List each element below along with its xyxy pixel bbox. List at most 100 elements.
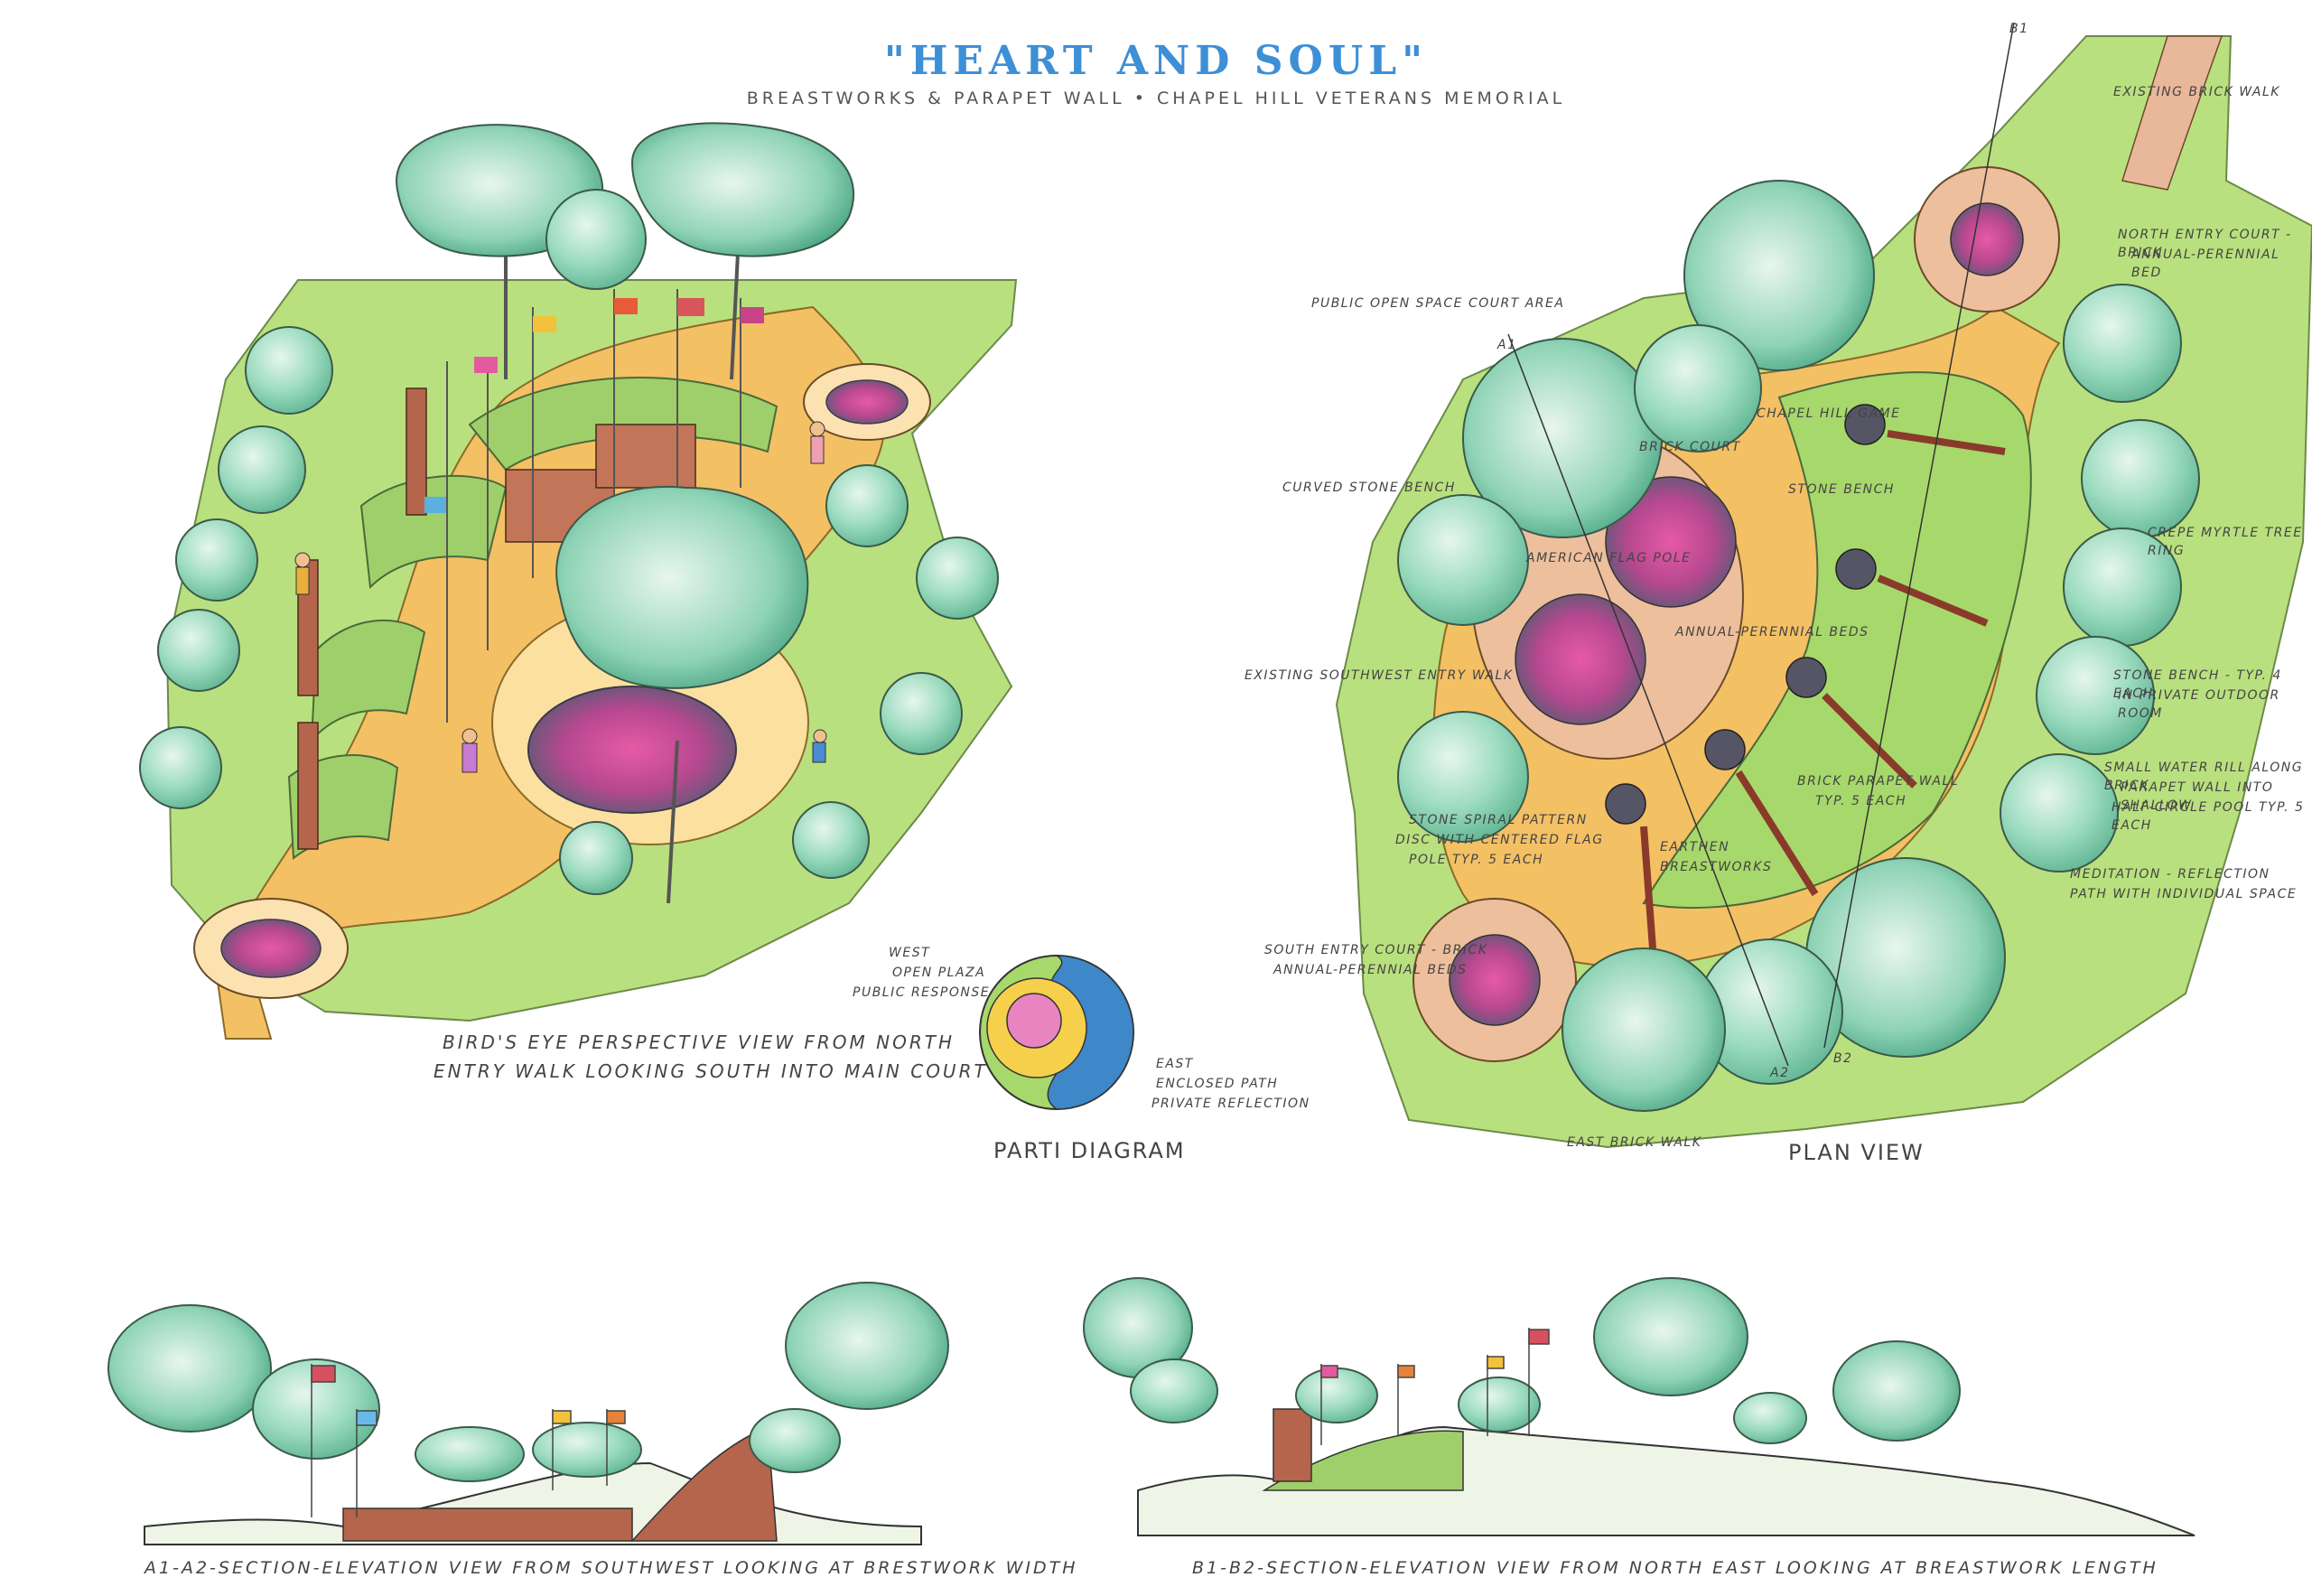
plan-marker-a1: A1 xyxy=(1497,338,1517,352)
plan-tree-7 xyxy=(2081,419,2200,538)
perspective-flag-6 xyxy=(424,497,446,513)
plan-tree-6 xyxy=(2063,284,2182,403)
section-b-tree-7 xyxy=(1832,1340,1961,1442)
perspective-brick-wall-5 xyxy=(595,424,696,489)
plan-label-stone-bench-typ-2: IN PRIVATE OUTDOOR ROOM xyxy=(2118,688,2280,721)
plan-label-curved-stone-bench: CURVED STONE BENCH xyxy=(1282,481,1456,495)
parti-west-1: WEST xyxy=(889,946,931,960)
plan-north-walk xyxy=(2121,35,2223,191)
perspective-tree-13 xyxy=(792,801,870,879)
section-b-tree-5 xyxy=(1593,1277,1748,1396)
plan-marker-b1: B1 xyxy=(2009,22,2029,36)
perspective-flag-3 xyxy=(614,298,638,314)
perspective-tree-14 xyxy=(559,821,633,895)
plan-marker-b2: B2 xyxy=(1833,1051,1853,1066)
plan-parapet-walls xyxy=(1640,430,2006,949)
plan-label-stone-spiral-3: POLE TYP. 5 EACH xyxy=(1409,853,1544,867)
plan-tree-3 xyxy=(1634,324,1762,453)
plan-label-meditation-1: MEDITATION - REFLECTION xyxy=(2070,867,2270,882)
perspective-brick-wall-3 xyxy=(297,722,319,850)
plan-label-south-entry-2: ANNUAL-PERENNIAL BEDS xyxy=(1273,963,1468,977)
page-subtitle: BREASTWORKS & PARAPET WALL • CHAPEL HILL… xyxy=(746,89,1566,108)
plan-tree-1 xyxy=(1683,180,1875,371)
plan-south-bed xyxy=(1449,934,1541,1026)
perspective-tree-6 xyxy=(218,425,306,514)
parti-west-2: OPEN PLAZA xyxy=(892,966,986,980)
plan-caption: PLAN VIEW xyxy=(1788,1140,1925,1165)
plan-section-line-a xyxy=(1507,333,1789,1067)
perspective-tree-5 xyxy=(245,326,333,415)
plan-label-brick-parapet-1: BRICK PARAPET WALL xyxy=(1797,774,1960,789)
perspective-flag-poles xyxy=(446,289,741,723)
plan-label-existing-sw-walk: EXISTING SOUTHWEST ENTRY WALK xyxy=(1245,668,1514,683)
perspective-mound-1 xyxy=(468,377,778,471)
plan-label-east-brick-walk: EAST BRICK WALK xyxy=(1567,1135,1702,1150)
plan-label-chapel-hill-game: CHAPEL HILL GAME xyxy=(1757,406,1901,421)
page-title: "HEART AND SOUL" xyxy=(883,38,1429,84)
plan-bed-1 xyxy=(1605,476,1737,608)
section-a-breastwork xyxy=(342,1507,633,1542)
perspective-view xyxy=(139,122,1018,1040)
parti-diagram xyxy=(979,955,1134,1110)
perspective-tree-10 xyxy=(825,464,909,547)
plan-label-water-rill-3: HALF-CIRCLE POOL TYP. 5 EACH xyxy=(2112,800,2305,833)
plan-label-brick-court: BRICK COURT xyxy=(1639,440,1741,454)
plan-tree-5 xyxy=(1397,711,1529,843)
parti-caption: PARTI DIAGRAM xyxy=(993,1138,1186,1163)
plan-label-stone-bench: STONE BENCH xyxy=(1788,482,1895,497)
plan-label-earthen-2: BREASTWORKS xyxy=(1660,860,1773,874)
plan-north-bed xyxy=(1950,202,2024,276)
perspective-caption-2: ENTRY WALK LOOKING SOUTH INTO MAIN COURT xyxy=(434,1060,988,1082)
parti-east-1: EAST xyxy=(1156,1057,1194,1071)
perspective-flag-4 xyxy=(677,298,704,316)
plan-label-stone-bench-typ-1: STONE BENCH - TYP. 4 EACH xyxy=(2113,668,2282,701)
section-a-caption: A1-A2-SECTION-ELEVATION VIEW FROM SOUTHW… xyxy=(144,1558,1078,1578)
plan-tree-9 xyxy=(2036,636,2155,755)
section-b-trees xyxy=(1083,1277,1961,1444)
plan-label-stone-spiral-1: STONE SPIRAL PATTERN xyxy=(1409,813,1588,827)
plan-label-north-entry-1: NORTH ENTRY COURT - BRICK xyxy=(2118,228,2292,260)
perspective-flag-5 xyxy=(741,307,764,323)
plan-label-north-entry-2: ANNUAL-PERENNIAL BED xyxy=(2131,247,2280,280)
perspective-mound-3 xyxy=(310,619,426,743)
plan-label-south-entry-1: SOUTH ENTRY COURT - BRICK xyxy=(1264,943,1488,957)
perspective-tree-large-1 xyxy=(555,485,809,904)
plan-spiral-discs xyxy=(1605,404,1886,825)
section-a-tree-3 xyxy=(785,1282,949,1410)
plan-view xyxy=(1335,22,2312,1149)
parti-west-3: PUBLIC RESPONSE xyxy=(853,985,991,1000)
section-a-flags xyxy=(311,1364,626,1517)
perspective-tree-7 xyxy=(175,518,258,602)
parti-east-2: ENCLOSED PATH xyxy=(1156,1077,1279,1091)
perspective-south-bed xyxy=(220,919,322,978)
plan-tree-13 xyxy=(1562,947,1726,1112)
section-a-tree-1 xyxy=(107,1304,272,1433)
perspective-tree-large-3 xyxy=(630,122,854,380)
perspective-flag-1 xyxy=(474,357,498,373)
section-b-tree-2 xyxy=(1130,1358,1218,1423)
parti-east-3: PRIVATE REFLECTION xyxy=(1151,1097,1310,1111)
plan-bed-2 xyxy=(1515,593,1646,725)
plan-tree-10 xyxy=(2000,753,2119,873)
section-a-tree-2 xyxy=(252,1358,380,1460)
plan-label-earthen-1: EARTHEN xyxy=(1660,840,1730,854)
perspective-tree-12 xyxy=(880,672,963,755)
section-a xyxy=(107,1282,949,1545)
section-b-flags xyxy=(1320,1328,1550,1445)
perspective-north-bed xyxy=(825,379,909,425)
perspective-tree-8 xyxy=(157,609,240,692)
section-a-tree-4 xyxy=(415,1426,525,1482)
perspective-flower-bed xyxy=(527,686,737,814)
plan-label-public-open-space: PUBLIC OPEN SPACE COURT AREA xyxy=(1311,296,1565,311)
plan-label-existing-brick-walk: EXISTING BRICK WALK xyxy=(2113,85,2280,99)
section-a-tree-5 xyxy=(532,1422,642,1478)
perspective-tree-4 xyxy=(545,189,647,290)
section-b-caption: B1-B2-SECTION-ELEVATION VIEW FROM NORTH … xyxy=(1192,1558,2158,1578)
plan-label-water-rill-1: SMALL WATER RILL ALONG BRICK xyxy=(2104,761,2304,793)
section-a-trees xyxy=(107,1282,949,1482)
perspective-people xyxy=(294,421,827,773)
plan-label-brick-parapet-2: TYP. 5 EACH xyxy=(1815,794,1907,808)
plan-label-american-flag-pole: AMERICAN FLAG POLE xyxy=(1526,551,1692,565)
perspective-flag-2 xyxy=(533,316,556,332)
perspective-caption-1: BIRD'S EYE PERSPECTIVE VIEW FROM NORTH xyxy=(443,1031,956,1053)
